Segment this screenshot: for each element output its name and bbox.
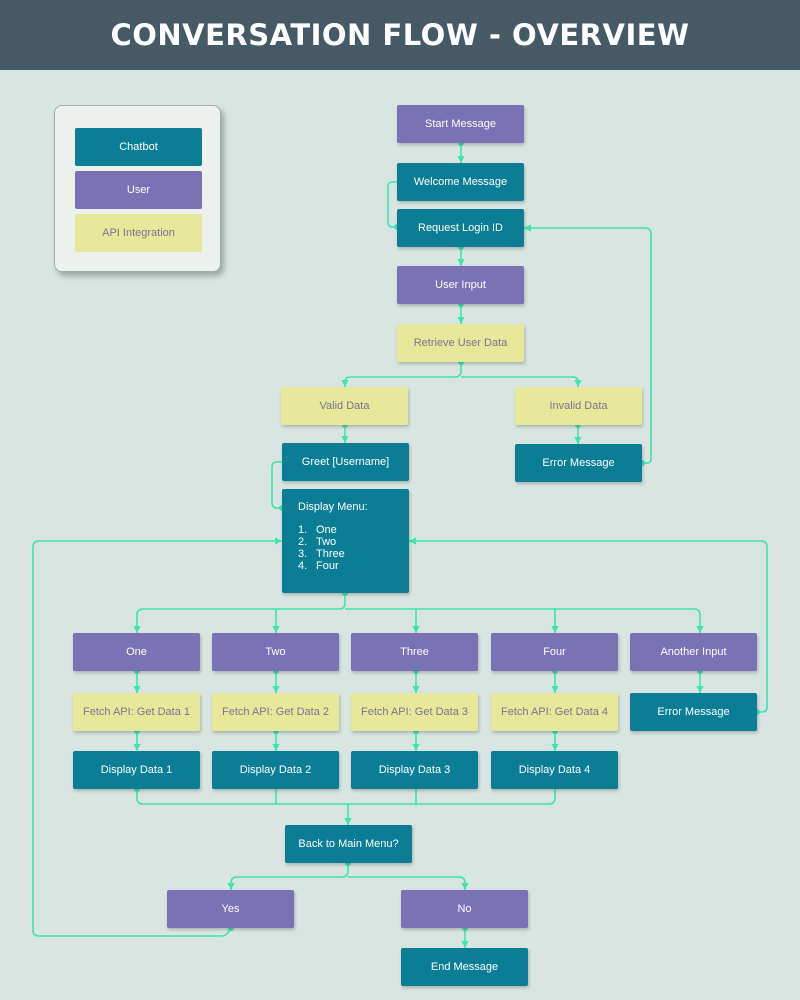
connector-line — [136, 593, 346, 633]
node-retrieve-user-data: Retrieve User Data — [397, 324, 524, 362]
connector-arrowhead — [412, 744, 420, 751]
node-welcome-message: Welcome Message — [397, 163, 524, 201]
node-end-message: End Message — [401, 948, 528, 986]
node-display-data-2: Display Data 2 — [212, 751, 339, 789]
node-no: No — [401, 890, 528, 928]
connector-line — [409, 540, 768, 713]
connector-arrowhead — [412, 626, 420, 633]
connector-arrowhead — [551, 626, 559, 633]
connector-line — [524, 227, 652, 464]
node-login-error-message: Error Message — [515, 444, 642, 482]
node-valid-data: Valid Data — [281, 387, 408, 425]
node-display-data-1: Display Data 1 — [73, 751, 200, 789]
node-back-to-main-menu: Back to Main Menu? — [285, 825, 412, 863]
menu-option-number: 4. — [298, 560, 308, 572]
connector-arrowhead — [272, 744, 280, 751]
node-fetch-api-2: Fetch API: Get Data 2 — [212, 693, 339, 731]
connector-arrowhead — [341, 380, 349, 387]
connector-arrowhead — [344, 818, 352, 825]
connector-arrowhead — [574, 437, 582, 444]
connector-arrowhead — [457, 317, 465, 324]
node-fetch-api-1: Fetch API: Get Data 1 — [73, 693, 200, 731]
connector-arrowhead — [461, 883, 469, 890]
node-menu-error-message: Error Message — [630, 693, 757, 731]
node-fetch-api-3: Fetch API: Get Data 3 — [351, 693, 478, 731]
connector-arrowhead — [133, 744, 141, 751]
menu-title: Display Menu: — [298, 501, 368, 513]
node-display-data-4: Display Data 4 — [491, 751, 618, 789]
connector-arrowhead — [457, 156, 465, 163]
legend-api-integration: API Integration — [75, 214, 202, 252]
connector-line — [345, 608, 701, 633]
connector-arrowhead — [227, 883, 235, 890]
menu-option-number: 3. — [298, 548, 308, 560]
menu-option-number: 2. — [298, 536, 308, 548]
node-greet-username: Greet [Username] — [282, 443, 409, 481]
connector-arrowhead — [409, 537, 416, 545]
connector-line — [230, 863, 349, 890]
connector-arrowhead — [524, 224, 531, 232]
menu-option: 1. One — [298, 524, 393, 536]
legend-chatbot: Chatbot — [75, 128, 202, 166]
node-request-login-id: Request Login ID — [397, 209, 524, 247]
legend-panel: Chatbot User API Integration — [54, 105, 221, 272]
connector-arrowhead — [412, 686, 420, 693]
menu-option-number: 1. — [298, 524, 308, 536]
menu-option: 3. Three — [298, 548, 393, 560]
connector-arrowhead — [341, 436, 349, 443]
node-option-three: Three — [351, 633, 478, 671]
connector-arrowhead — [272, 686, 280, 693]
connector-arrowhead — [461, 941, 469, 948]
menu-option-label: Two — [316, 536, 337, 548]
connector-line — [387, 181, 397, 228]
connector-arrowhead — [133, 686, 141, 693]
menu-option: 2. Two — [298, 536, 393, 548]
node-invalid-data: Invalid Data — [515, 387, 642, 425]
menu-option-label: Three — [316, 548, 345, 560]
node-display-data-3: Display Data 3 — [351, 751, 478, 789]
connector-arrowhead — [275, 537, 282, 545]
menu-option: 4. Four — [298, 560, 393, 572]
legend-user: User — [75, 171, 202, 209]
connector-arrowhead — [551, 744, 559, 751]
connector-arrowhead — [551, 686, 559, 693]
page-title: CONVERSATION FLOW - OVERVIEW — [0, 0, 800, 70]
connector-arrowhead — [696, 686, 704, 693]
connector-arrowhead — [574, 380, 582, 387]
connector-line — [461, 376, 579, 387]
menu-option-label: Four — [316, 560, 339, 572]
node-start-message: Start Message — [397, 105, 524, 143]
connector-line — [271, 461, 282, 509]
node-yes: Yes — [167, 890, 294, 928]
node-user-input: User Input — [397, 266, 524, 304]
connector-arrowhead — [696, 626, 704, 633]
connector-arrowhead — [457, 259, 465, 266]
node-option-two: Two — [212, 633, 339, 671]
node-fetch-api-4: Fetch API: Get Data 4 — [491, 693, 618, 731]
connector-line — [32, 540, 282, 937]
node-option-four: Four — [491, 633, 618, 671]
connector-line — [348, 876, 466, 890]
menu-option-label: One — [316, 524, 337, 536]
connector-arrowhead — [133, 626, 141, 633]
node-display-menu: Display Menu: 1. One 2. Two 3. Three 4. Four — [282, 489, 409, 593]
connector-arrowhead — [272, 626, 280, 633]
connector-line — [136, 789, 556, 805]
connector-line — [344, 362, 462, 387]
node-option-one: One — [73, 633, 200, 671]
node-another-input: Another Input — [630, 633, 757, 671]
